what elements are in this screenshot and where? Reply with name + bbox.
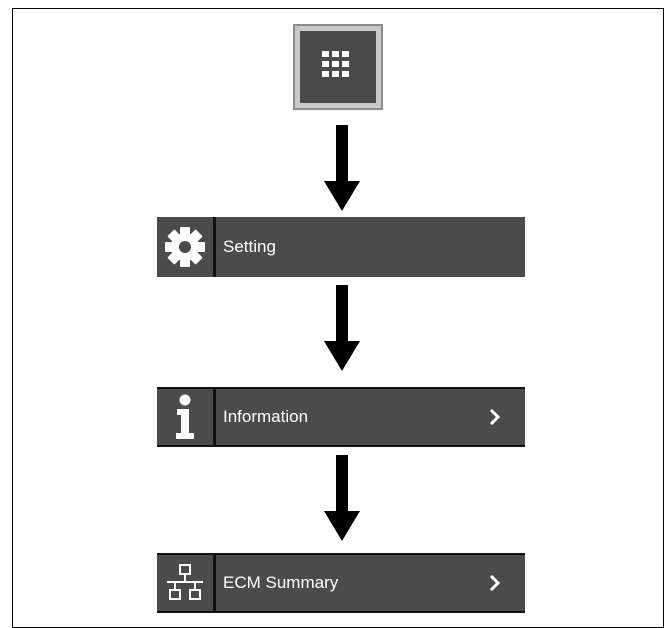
- down-arrow-icon: [324, 285, 360, 371]
- gear-icon: [165, 227, 205, 267]
- chevron-right-icon: [489, 574, 501, 592]
- down-arrow-icon: [324, 455, 360, 541]
- setting-menu-item[interactable]: Setting: [157, 217, 525, 277]
- chevron-right-icon: [489, 408, 501, 426]
- ecm-summary-icon-cell: [157, 555, 216, 611]
- ecm-summary-label: ECM Summary: [223, 573, 339, 592]
- setting-label: Setting: [223, 237, 276, 256]
- ecm-summary-menu-item[interactable]: ECM Summary: [157, 553, 525, 613]
- information-label: Information: [223, 407, 309, 426]
- grid-icon: [322, 51, 349, 77]
- info-icon: [176, 394, 194, 439]
- setting-icon-cell: [157, 217, 216, 277]
- down-arrow-icon: [324, 125, 360, 211]
- apps-menu-button[interactable]: [293, 24, 383, 110]
- information-menu-item[interactable]: Information: [157, 387, 525, 447]
- information-icon-cell: [157, 389, 216, 445]
- network-icon: [167, 564, 203, 600]
